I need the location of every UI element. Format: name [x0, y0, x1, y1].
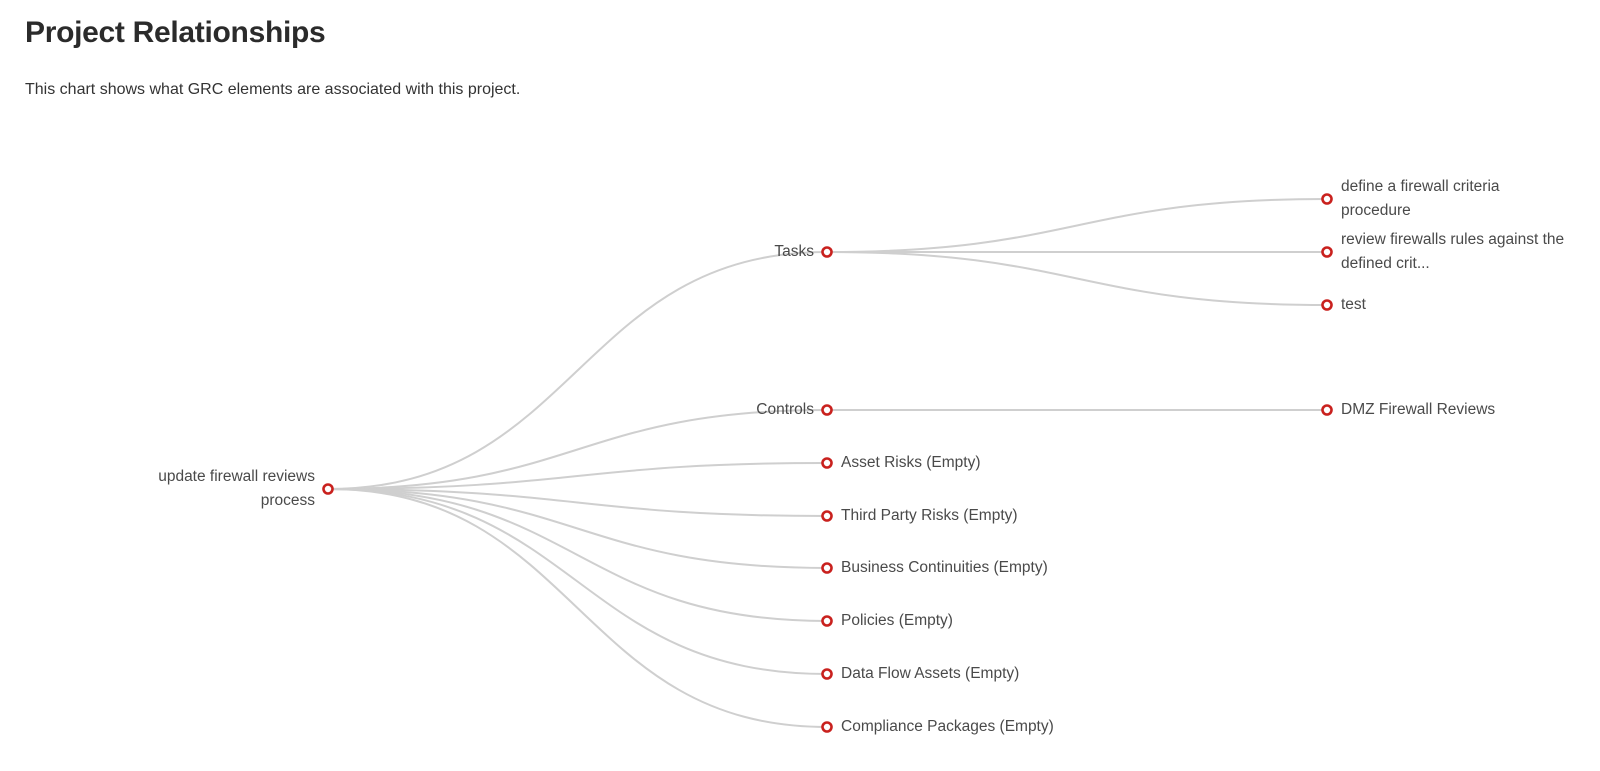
node-control-dmz-label[interactable]: DMZ Firewall Reviews: [1341, 401, 1496, 418]
node-tasks-label[interactable]: Tasks: [774, 243, 814, 260]
node-task-define-circle[interactable]: [1321, 193, 1333, 205]
link-root-to-tasks: [327, 251, 828, 490]
node-tasks-circle[interactable]: [821, 246, 833, 258]
node-data-flow-assets-circle[interactable]: [821, 668, 833, 680]
link-root-to-data-flow-assets: [327, 488, 828, 675]
link-root-to-third-party-risks: [327, 488, 828, 517]
node-controls-label[interactable]: Controls: [756, 401, 814, 418]
node-task-test-label[interactable]: test: [1341, 296, 1366, 313]
node-root-label[interactable]: update firewall reviews process: [158, 468, 315, 509]
node-data-flow-assets-label[interactable]: Data Flow Assets (Empty): [841, 665, 1020, 682]
link-root-to-controls: [327, 409, 828, 490]
node-third-party-risks-circle[interactable]: [821, 510, 833, 522]
link-root-to-compliance-packages: [327, 488, 828, 728]
node-asset-risks-circle[interactable]: [821, 457, 833, 469]
node-asset-risks-label[interactable]: Asset Risks (Empty): [841, 454, 981, 471]
page-subtitle: This chart shows what GRC elements are a…: [25, 81, 521, 98]
node-controls-circle[interactable]: [821, 404, 833, 416]
node-policies-label[interactable]: Policies (Empty): [841, 612, 953, 629]
page-title: Project Relationships: [25, 16, 326, 49]
node-task-review-label[interactable]: review firewalls rules against the defin…: [1341, 231, 1565, 272]
node-root-circle[interactable]: [322, 483, 334, 495]
node-policies-circle[interactable]: [821, 615, 833, 627]
link-root-to-business-continuities: [327, 488, 828, 569]
node-business-continuities-circle[interactable]: [821, 562, 833, 574]
link-root-to-asset-risks: [327, 462, 828, 490]
node-task-review-circle[interactable]: [1321, 246, 1333, 258]
link-root-to-policies: [327, 488, 828, 622]
link-tasks-to-task-define: [826, 198, 1328, 253]
node-third-party-risks-label[interactable]: Third Party Risks (Empty): [841, 507, 1018, 524]
node-compliance-packages-circle[interactable]: [821, 721, 833, 733]
node-control-dmz-circle[interactable]: [1321, 404, 1333, 416]
link-tasks-to-task-test: [826, 251, 1328, 306]
node-task-test-circle[interactable]: [1321, 299, 1333, 311]
node-compliance-packages-label[interactable]: Compliance Packages (Empty): [841, 718, 1054, 735]
node-task-define-label[interactable]: define a firewall criteria procedure: [1341, 178, 1500, 219]
node-business-continuities-label[interactable]: Business Continuities (Empty): [841, 559, 1048, 576]
